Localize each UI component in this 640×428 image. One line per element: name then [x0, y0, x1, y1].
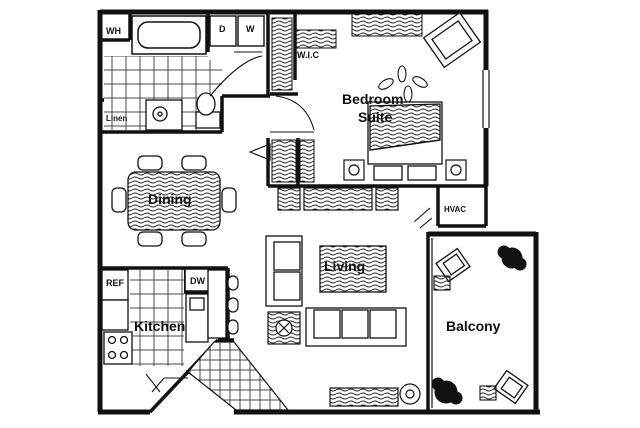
- coffee-table: [319, 245, 387, 293]
- toilet: [195, 92, 221, 129]
- living-rug-strip: [329, 387, 399, 407]
- laundry-door: [209, 51, 263, 97]
- dining-label: Dining: [148, 191, 192, 207]
- bar-stools: [227, 275, 239, 335]
- balcony-side-tables: [433, 275, 497, 401]
- kitchen-tile-floor: [130, 270, 184, 366]
- stove: [103, 331, 133, 365]
- kitchen-label: Kitchen: [134, 318, 185, 334]
- room-labels: WH D W Linen W.I.C Bedroom Suite Dining …: [106, 24, 501, 334]
- balcony-chairs: [435, 247, 529, 405]
- dining-chairs: [111, 155, 237, 247]
- hvac-label: HVAC: [444, 205, 466, 214]
- end-table: [267, 311, 301, 345]
- living-bench: [277, 187, 399, 211]
- entry-stair: [187, 341, 290, 411]
- bedroom-window: [482, 70, 490, 128]
- bed: [367, 101, 443, 181]
- bath-sink: [145, 99, 183, 131]
- washer-label: W: [246, 24, 255, 34]
- bathtub: [131, 15, 207, 55]
- loveseat: [265, 235, 303, 307]
- hvac-closet-door: [413, 207, 433, 229]
- living-floor-lamp: [399, 383, 421, 405]
- refrigerator-label: REF: [106, 278, 125, 288]
- bedroom-label-line1: Bedroom: [342, 91, 403, 107]
- water-heater-label: WH: [106, 26, 121, 36]
- nightstands: [343, 159, 467, 181]
- walk-in-closet-shelves: [271, 13, 423, 183]
- kitchen-counters: [101, 269, 227, 343]
- bedroom-label-line2: Suite: [358, 109, 392, 125]
- dryer-label: D: [219, 24, 226, 34]
- linen-label: Linen: [106, 114, 127, 123]
- bedroom-armchair: [422, 11, 482, 69]
- balcony-label: Balcony: [446, 318, 501, 334]
- dishwasher-label: DW: [190, 276, 205, 286]
- closet-door-swing: [248, 95, 315, 161]
- bedroom-plant: [378, 65, 428, 103]
- sofa: [305, 307, 407, 347]
- living-label: Living: [324, 258, 365, 274]
- kitchen-pantry-door: [145, 373, 188, 393]
- dining-table: [127, 171, 221, 231]
- washer-dryer: [209, 15, 265, 47]
- walk-in-closet-label: W.I.C: [297, 50, 319, 60]
- potted-plants: [431, 245, 527, 405]
